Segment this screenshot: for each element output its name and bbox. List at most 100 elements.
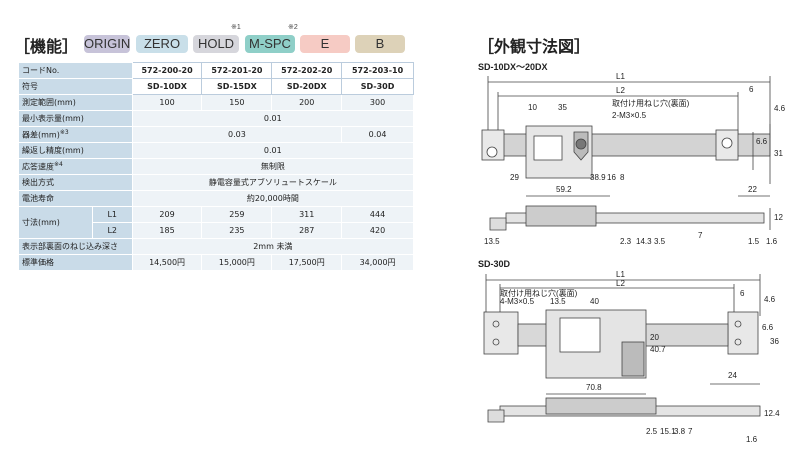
l2-label: L2 [91, 222, 133, 239]
table-row: 最小表示量(mm) 0.01 [18, 110, 415, 127]
dx-model-label: SD-10DX～20DX [478, 62, 548, 72]
dx-d22: 22 [748, 185, 757, 194]
l1-cell: 259 [201, 206, 273, 223]
screw-cell: 2mm 未満 [131, 238, 415, 255]
error-cell: 0.04 [341, 126, 414, 143]
dx-d6: 6 [749, 85, 754, 94]
d30-d46: 4.6 [764, 295, 776, 304]
range-cell: 200 [271, 94, 343, 111]
d30-d7: 7 [688, 427, 693, 436]
battery-label: 電池寿命 [18, 190, 133, 207]
tag-b: B [355, 35, 405, 53]
dx-l2: L2 [616, 86, 625, 95]
dx-d135: 13.5 [484, 237, 500, 246]
dx-d10: 10 [528, 103, 537, 112]
tag-zero: ZERO [136, 35, 188, 53]
dx-d15: 1.5 [748, 237, 760, 246]
d30-l2: L2 [616, 279, 625, 288]
d30-d151: 15.1 [660, 427, 676, 436]
dx-d143: 14.3 [636, 237, 652, 246]
d30-d25: 2.5 [646, 427, 658, 436]
d30-d124: 12.4 [764, 409, 780, 418]
dx-d23: 2.3 [620, 237, 632, 246]
dx-d389: 38.9 [590, 173, 606, 182]
speed-cell: 無制限 [131, 158, 415, 175]
battery-cell: 約20,000時間 [131, 190, 415, 207]
dx-d66: 6.6 [756, 137, 768, 146]
price-cell: 15,000円 [201, 254, 273, 271]
dx-d46: 4.6 [774, 104, 786, 113]
tag-origin: ORIGIN [84, 35, 131, 53]
symbol-cell: SD-20DX [271, 78, 343, 95]
d30-d407: 40.7 [650, 345, 666, 354]
code-cell: 572-200-20 [131, 62, 203, 79]
tag-hold: HOLD [193, 35, 239, 53]
hold-note: ※1 [231, 24, 241, 31]
d30-note: 取付け用ねじ穴(裏面) [500, 288, 578, 298]
d30-screw: 4-M3×0.5 [500, 297, 535, 306]
error-cell: 0.03 [131, 126, 343, 143]
dx-l1: L1 [616, 72, 625, 81]
l1-label: L1 [91, 206, 133, 223]
d30-d36: 36 [770, 337, 779, 346]
range-label: 測定範囲(mm) [18, 94, 133, 111]
symbol-cell: SD-15DX [201, 78, 273, 95]
table-row: 測定範囲(mm) 100 150 200 300 [18, 94, 414, 111]
mspc-note: ※2 [288, 24, 298, 31]
size-label: 寸法(mm) [18, 206, 93, 239]
l2-cell: 287 [271, 222, 343, 239]
table-row: 繰返し精度(mm) 0.01 [18, 142, 415, 159]
d30-l1: L1 [616, 270, 625, 279]
dx-d12: 12 [774, 213, 783, 222]
dx-d35b: 3.5 [654, 237, 666, 246]
price-cell: 14,500円 [131, 254, 203, 271]
range-cell: 100 [131, 94, 203, 111]
speed-label: 応答速度※4 [18, 158, 133, 175]
symbol-label: 符号 [18, 78, 133, 95]
symbol-cell: SD-30D [341, 78, 414, 95]
tag-mspc: M-SPC [245, 35, 295, 53]
dx-d16: 16 [607, 173, 616, 182]
d30-d20: 20 [650, 333, 659, 342]
l2-cell: 420 [341, 222, 414, 239]
repeat-cell: 0.01 [131, 142, 415, 159]
table-row: 符号 SD-10DX SD-15DX SD-20DX SD-30D [18, 78, 414, 95]
code-label: コードNo. [18, 62, 133, 79]
d30-d66: 6.6 [762, 323, 774, 332]
dx-d592: 59.2 [556, 185, 572, 194]
d30-d40: 40 [590, 297, 599, 306]
l2-cell: 235 [201, 222, 273, 239]
d30-d6: 6 [740, 289, 745, 298]
dx-d29: 29 [510, 173, 519, 182]
dimension-title: ［外観寸法図］ [478, 37, 591, 56]
d30-d24: 24 [728, 371, 737, 380]
price-label: 標準価格 [18, 254, 133, 271]
tag-e: E [300, 35, 350, 53]
method-cell: 静電容量式アブソリュートスケール [131, 174, 415, 191]
code-cell: 572-202-20 [271, 62, 343, 79]
table-row: 検出方式 静電容量式アブソリュートスケール [18, 174, 415, 191]
symbol-cell: SD-10DX [131, 78, 203, 95]
dx-d8: 8 [620, 173, 625, 182]
dx-d31: 31 [774, 149, 783, 158]
resolution-cell: 0.01 [131, 110, 415, 127]
d30-d16: 1.6 [746, 435, 758, 444]
l2-cell: 185 [131, 222, 203, 239]
table-row: 表示部裏面のねじ込み深さ 2mm 未満 [18, 238, 415, 255]
range-cell: 300 [341, 94, 414, 111]
method-label: 検出方式 [18, 174, 133, 191]
dx-d16b: 1.6 [766, 237, 778, 246]
screw-label: 表示部裏面のねじ込み深さ [18, 238, 133, 255]
dx-front-drawing: L1 L2 6 4.6 10 35 取付け用ねじ穴(裏面) 2-M3×0.5 6… [481, 72, 786, 246]
table-row: 応答速度※4 無制限 [18, 158, 415, 175]
resolution-label: 最小表示量(mm) [18, 110, 133, 127]
dx-d35: 35 [558, 103, 567, 112]
d30-model-label: SD-30D [478, 259, 511, 269]
l1-cell: 209 [131, 206, 203, 223]
table-row: 電池寿命 約20,000時間 [18, 190, 415, 207]
spec-table: コードNo. 572-200-20 572-201-20 572-202-20 … [18, 62, 415, 271]
repeat-label: 繰返し精度(mm) [18, 142, 133, 159]
table-row: 器差(mm)※3 0.03 0.04 [18, 126, 414, 143]
d30-front-drawing: L1 L2 取付け用ねじ穴(裏面) 4-M3×0.5 13.5 40 6 4.6… [483, 270, 780, 444]
code-cell: 572-203-10 [341, 62, 414, 79]
